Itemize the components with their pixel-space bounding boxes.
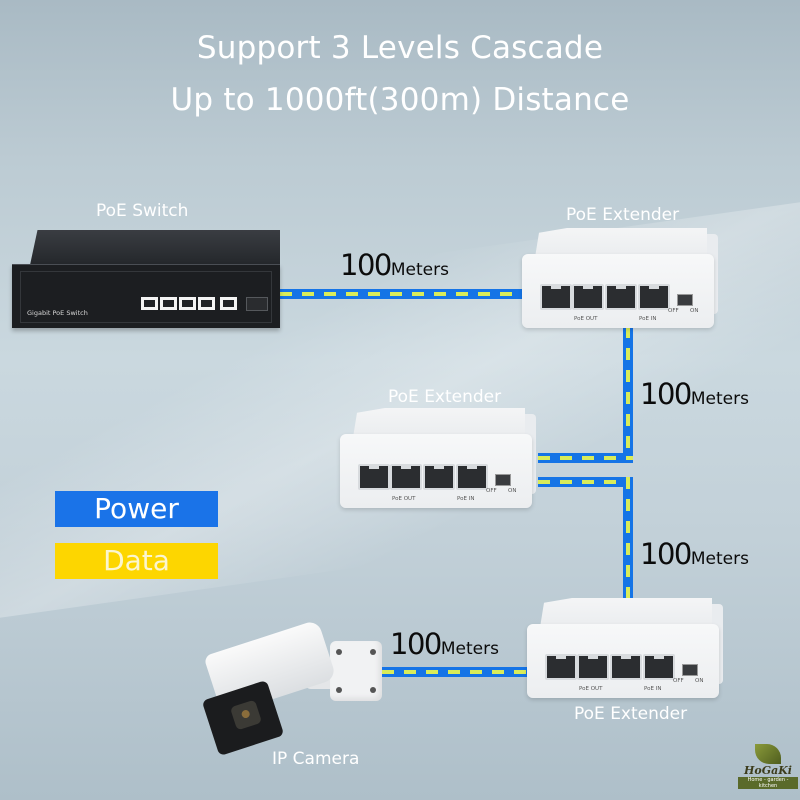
poe-out-label: PoE OUT (574, 316, 598, 322)
legend-data: Data (55, 543, 218, 579)
switch-port-4 (198, 297, 215, 310)
extender-front: PoE OUT PoE IN OFF ON (527, 624, 719, 698)
power-switch (682, 664, 698, 676)
poe-extender-1: PoE OUT PoE IN OFF ON (522, 228, 718, 330)
power-switch (495, 474, 511, 486)
distance-number: 100 (340, 248, 392, 282)
poe-extender-3: PoE OUT PoE IN OFF ON (527, 598, 723, 700)
distance-unit: Meters (390, 260, 449, 280)
port-2 (605, 284, 637, 310)
off-label: OFF (673, 678, 684, 684)
logo-tagline: Home - garden - kitchen (738, 777, 798, 789)
poe-in-label: PoE IN (639, 316, 657, 322)
on-label: ON (508, 488, 517, 494)
on-label: ON (695, 678, 704, 684)
switch-uplink-port (220, 297, 237, 310)
title-line-2: Up to 1000ft(300m) Distance (170, 82, 630, 118)
switch-brand-text: Gigabit PoE Switch (27, 309, 88, 317)
camera-mount (330, 641, 382, 701)
distance-label-3: 100Meters (640, 537, 749, 571)
extender-1-label: PoE Extender (566, 205, 680, 225)
cable-extender-2-to-3-horizontal (538, 477, 633, 487)
port-3 (577, 654, 609, 680)
poe-switch: Gigabit PoE Switch (12, 230, 280, 330)
switch-port-1 (141, 297, 158, 310)
cable-extender-3-to-camera (382, 667, 530, 677)
distance-number: 100 (640, 537, 692, 571)
distance-unit: Meters (440, 639, 499, 659)
port-3 (390, 464, 422, 490)
switch-port-3 (179, 297, 196, 310)
port-3 (572, 284, 604, 310)
distance-unit: Meters (690, 549, 749, 569)
distance-label-1: 100Meters (340, 248, 449, 282)
port-4 (545, 654, 577, 680)
port-2 (423, 464, 455, 490)
switch-port-2 (160, 297, 177, 310)
cable-extender-1-to-2-horizontal (538, 453, 633, 463)
cable-extender-2-to-3-vertical (623, 477, 633, 607)
leaf-house-icon (755, 744, 781, 764)
legend-power: Power (55, 491, 218, 527)
port-1-poe-in (456, 464, 488, 490)
extender-3-label: PoE Extender (574, 704, 688, 724)
port-2 (610, 654, 642, 680)
distance-label-2: 100Meters (640, 377, 749, 411)
off-label: OFF (668, 308, 679, 314)
poe-in-label: PoE IN (644, 686, 662, 692)
distance-unit: Meters (690, 389, 749, 409)
switch-top (30, 230, 280, 265)
distance-label-4: 100Meters (390, 627, 499, 661)
distance-number: 100 (640, 377, 692, 411)
switch-front-panel: Gigabit PoE Switch (12, 264, 280, 328)
port-1-poe-in (643, 654, 675, 680)
switch-sfp-port (246, 297, 268, 311)
ip-camera-label: IP Camera (272, 749, 360, 769)
poe-out-label: PoE OUT (579, 686, 603, 692)
extender-front: PoE OUT PoE IN OFF ON (522, 254, 714, 328)
switch-panel-frame: Gigabit PoE Switch (20, 271, 272, 323)
ip-camera (201, 619, 385, 757)
logo-name: HoGaKi (744, 764, 792, 777)
cable-extender-1-to-2-vertical (623, 326, 633, 459)
poe-in-label: PoE IN (457, 496, 475, 502)
on-label: ON (690, 308, 699, 314)
extender-2-label: PoE Extender (388, 387, 502, 407)
extender-front: PoE OUT PoE IN OFF ON (340, 434, 532, 508)
poe-switch-label: PoE Switch (96, 201, 189, 221)
title-line-1: Support 3 Levels Cascade (196, 30, 604, 66)
poe-out-label: PoE OUT (392, 496, 416, 502)
port-1-poe-in (638, 284, 670, 310)
cable-switch-to-extender-1 (280, 289, 525, 299)
brand-logo: HoGaKi Home - garden - kitchen (738, 744, 798, 792)
power-switch (677, 294, 693, 306)
distance-number: 100 (390, 627, 442, 661)
off-label: OFF (486, 488, 497, 494)
port-4 (358, 464, 390, 490)
poe-extender-2: PoE OUT PoE IN OFF ON (340, 408, 536, 510)
port-4 (540, 284, 572, 310)
